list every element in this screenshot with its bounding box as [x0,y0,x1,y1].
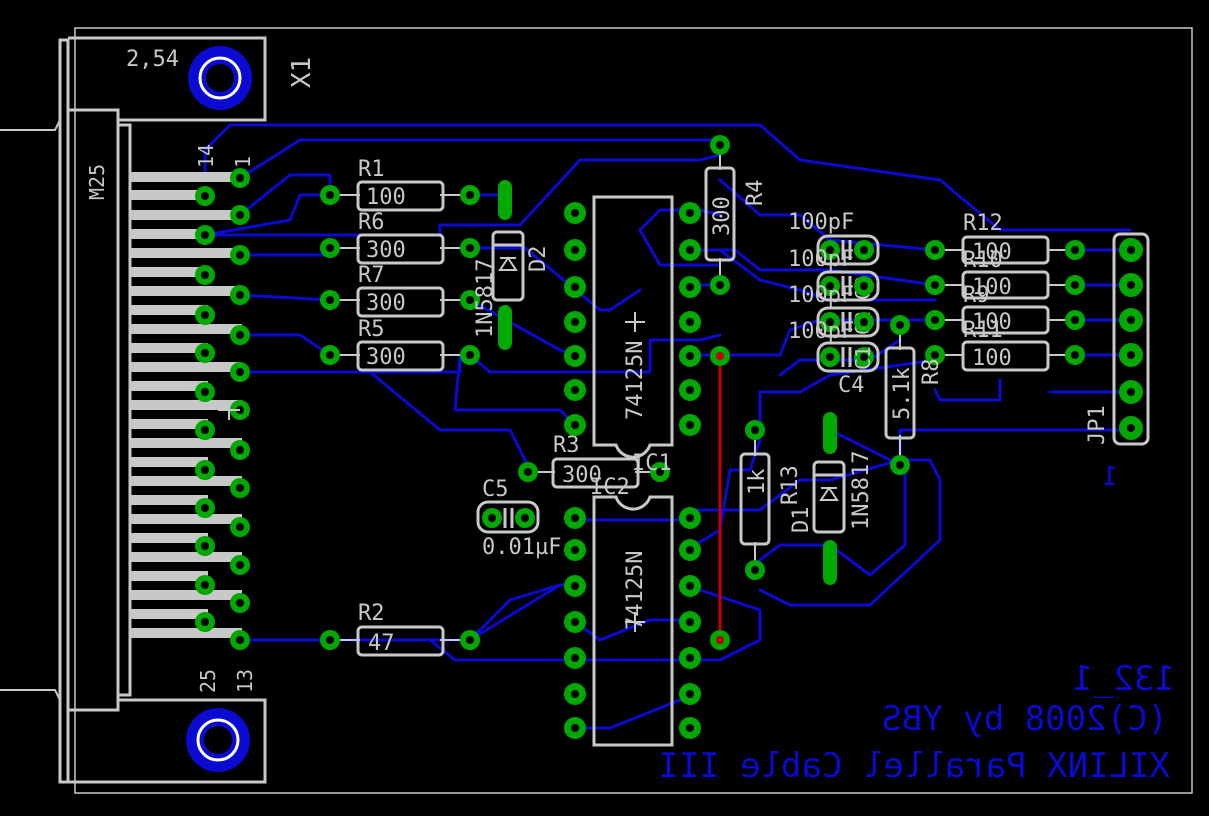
connector-fingers [130,172,242,638]
ic1-name: IC1 [632,451,672,476]
r12-value: 100 [972,240,1012,265]
ic2-value: 74125N [623,551,648,630]
d1-name: D1 [789,507,814,534]
board-outline [74,27,1193,794]
resistor-r2: R2 47 [320,601,480,657]
capacitor-c5: C5 0.01µF [476,477,561,560]
r11-name: R11 [963,318,1003,343]
r5-value: 300 [366,345,406,370]
resistor-r4: R4 300 [704,135,768,295]
bottom-text-line3: XILINX Parallel Cable III [658,746,1170,786]
d2-name: D2 [526,246,551,273]
jp1-pin1-label: 1 [1102,462,1118,492]
r13-name: R13 [778,465,803,505]
r3-value: 300 [562,463,602,488]
r10-name: R10 [963,248,1003,273]
capacitor-c1: 100pF 100pF C1 [788,283,880,370]
r9-value: 100 [972,310,1012,335]
r9-name: R9 [963,283,990,308]
pin-25-label: 25 [196,669,220,693]
resistor-r6: R6 300 [320,210,480,265]
capacitor-c3: 100pF C3 [788,210,880,300]
c1-value-a: 100pF [788,283,854,308]
r13-value: 1k [745,469,770,496]
pin-1-label: 1 [231,156,255,168]
r3-name: R3 [553,433,580,458]
c5-value: 0.01µF [482,535,561,560]
resistor-r12: R12 100 [925,211,1085,265]
jp1-name: JP1 [1085,405,1110,445]
diode-d2: D2 1N5817 [473,180,551,350]
d2-value: 1N5817 [473,259,498,338]
d1-value: 1N5817 [849,451,874,530]
ic1: 74125N IC1 [564,195,701,476]
r4-name: R4 [743,180,768,207]
resistor-r5: R5 300 [320,317,480,372]
connector-value-label: M25 [85,164,109,200]
header-jp1: JP1 [1085,232,1150,446]
r6-value: 300 [366,238,406,263]
ic1-value: 74125N [623,341,648,420]
r2-name: R2 [358,601,385,626]
mounting-hole-top [188,46,252,110]
resistor-r11: R11 100 [925,318,1085,372]
resistor-r10: R10 100 [925,248,1085,300]
r6-name: R6 [358,210,385,235]
connector-pitch-label: 2,54 [126,47,179,72]
c2-value: 100pF [788,247,854,272]
connector-x1: 2,54 X1 M25 14 1 25 13 [0,36,317,784]
r1-value: 100 [366,185,406,210]
r2-value: 47 [368,631,395,656]
c4-name: C4 [838,373,865,398]
bottom-text-line1: 132_1 [1073,659,1175,699]
pin-14-label: 14 [194,144,218,168]
r1-name: R1 [358,157,385,182]
resistor-r3: R3 300 [518,433,670,489]
r7-value: 300 [366,291,406,316]
r7-name: R7 [358,263,385,288]
connector-name-label: X1 [287,57,317,88]
capacitor-c4: C4 [816,341,880,398]
r11-value: 100 [972,346,1012,371]
resistor-r7: R7 300 [320,263,480,318]
c3-value: 100pF [788,210,854,235]
pin-13-label: 13 [233,669,257,693]
board-text: 132_1 (C)2008 by YBS XILINX Parallel Cab… [658,659,1175,786]
r8-name: R8 [919,359,944,386]
c5-name: C5 [482,477,509,502]
resistor-r13: R13 1k [739,420,803,580]
r12-name: R12 [963,211,1003,236]
r8-value: 5.1k [890,367,915,420]
r10-value: 100 [972,275,1012,300]
resistor-r1: R1 100 [320,157,480,212]
c1-value-b: 100pF [788,319,854,344]
r5-name: R5 [358,317,385,342]
connector-pads [195,168,250,650]
ic2-name: IC2 [590,475,630,500]
diode-d1: D1 1N5817 [789,412,874,585]
c1-name: C1 [851,346,875,370]
mounting-hole-bottom [186,708,250,772]
ic2: 74125N IC2 [564,475,701,747]
bottom-text-line2: (C)2008 by YBS [881,699,1168,739]
r4-value: 300 [710,196,735,236]
resistor-r9: R9 100 [925,283,1085,335]
capacitor-c2: 100pF C2 [788,247,880,335]
resistor-r8: R8 5.1k [884,315,944,475]
